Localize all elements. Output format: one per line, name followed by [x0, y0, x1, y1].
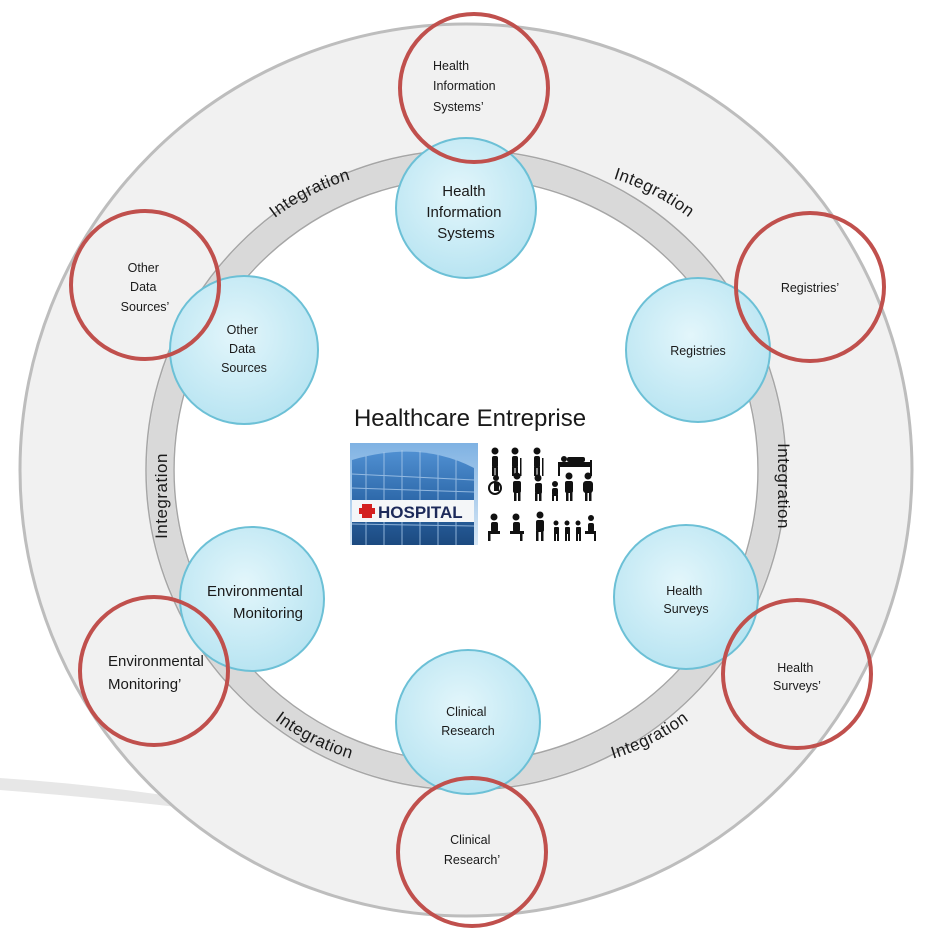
inner-node-environmental-monitoring[interactable]: Environmental Monitoring: [179, 526, 325, 672]
outer-node-health-information-systems-prime[interactable]: Health Information Systems’: [398, 12, 550, 164]
svg-text:Health Surveys: Health Surveys: [663, 584, 708, 616]
svg-text:Registries’: Registries’: [781, 281, 839, 295]
svg-text:Registries: Registries: [670, 344, 726, 358]
inner-node-registries[interactable]: Registries: [625, 277, 771, 423]
outer-node-other-data-sources-prime[interactable]: Other Data Sources’: [69, 209, 221, 361]
svg-text:Environmental Monitoring: Environmental Monitoring: [207, 583, 307, 622]
svg-text:Clinical Research’: Clinical Research’: [444, 833, 500, 867]
svg-text:Health Surveys’: Health Surveys’: [773, 661, 821, 693]
outer-node-environmental-monitoring-prime[interactable]: Environmental Monitoring’: [78, 595, 230, 747]
integration-label-right: Integration: [774, 443, 793, 529]
outer-node-clinical-research-prime[interactable]: Clinical Research’: [396, 776, 548, 928]
inner-node-health-surveys[interactable]: Health Surveys: [613, 524, 759, 670]
hospital-sign-text: HOSPITAL: [378, 503, 463, 522]
inner-node-clinical-research[interactable]: Clinical Research: [395, 649, 541, 795]
hospital-building-image: HOSPITAL: [350, 443, 478, 545]
integration-label-left: Integration: [152, 453, 171, 539]
inner-node-health-information-systems[interactable]: Health Information Systems: [395, 137, 537, 279]
svg-text:Other Data Sources: Other Data Sources: [221, 323, 267, 375]
svg-text:Other Data Sources: Other Data Sources’: [121, 261, 170, 314]
svg-text:Health Information: Health Information Systems’: [433, 59, 499, 114]
people-pictograms-image: [488, 447, 596, 541]
outer-node-registries-prime[interactable]: Registries’: [734, 211, 886, 363]
inner-node-other-data-sources[interactable]: Other Data Sources: [169, 275, 319, 425]
center-title: Healthcare Entreprise: [354, 405, 586, 432]
svg-text:Health Information: Health Information Systems: [426, 183, 505, 242]
svg-text:Environmental Monitoring: Environmental Monitoring’: [108, 653, 208, 693]
outer-node-health-surveys-prime[interactable]: Health Surveys’: [721, 598, 873, 750]
svg-text:Clinical Research: Clinical Research: [441, 705, 495, 738]
